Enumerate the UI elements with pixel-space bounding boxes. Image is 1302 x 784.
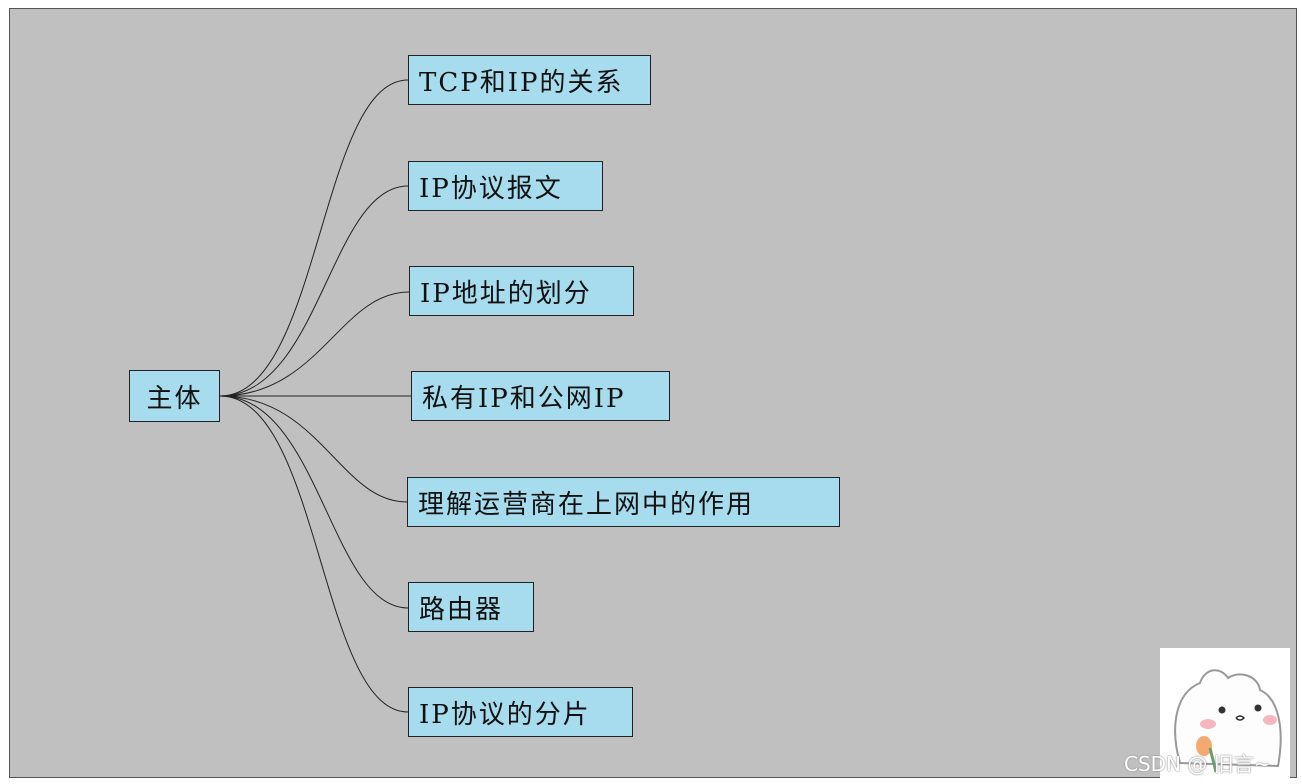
child-node-router[interactable]: 路由器 — [408, 582, 534, 632]
sticker-image — [1160, 648, 1290, 778]
child-node-isp-role[interactable]: 理解运营商在上网中的作用 — [407, 477, 840, 527]
watermark-text: CSDN @ 旧言~ — [1124, 752, 1271, 776]
child-node-tcp-ip-relation[interactable]: TCP和IP的关系 — [408, 55, 651, 105]
child-node-ip-packet[interactable]: IP协议报文 — [408, 161, 603, 211]
bear-sticker-icon — [1174, 669, 1282, 773]
child-node-private-public-ip[interactable]: 私有IP和公网IP — [411, 371, 670, 421]
child-node-ip-address[interactable]: IP地址的划分 — [409, 266, 634, 316]
child-node-ip-fragment[interactable]: IP协议的分片 — [408, 687, 633, 737]
root-node[interactable]: 主体 — [129, 370, 220, 422]
